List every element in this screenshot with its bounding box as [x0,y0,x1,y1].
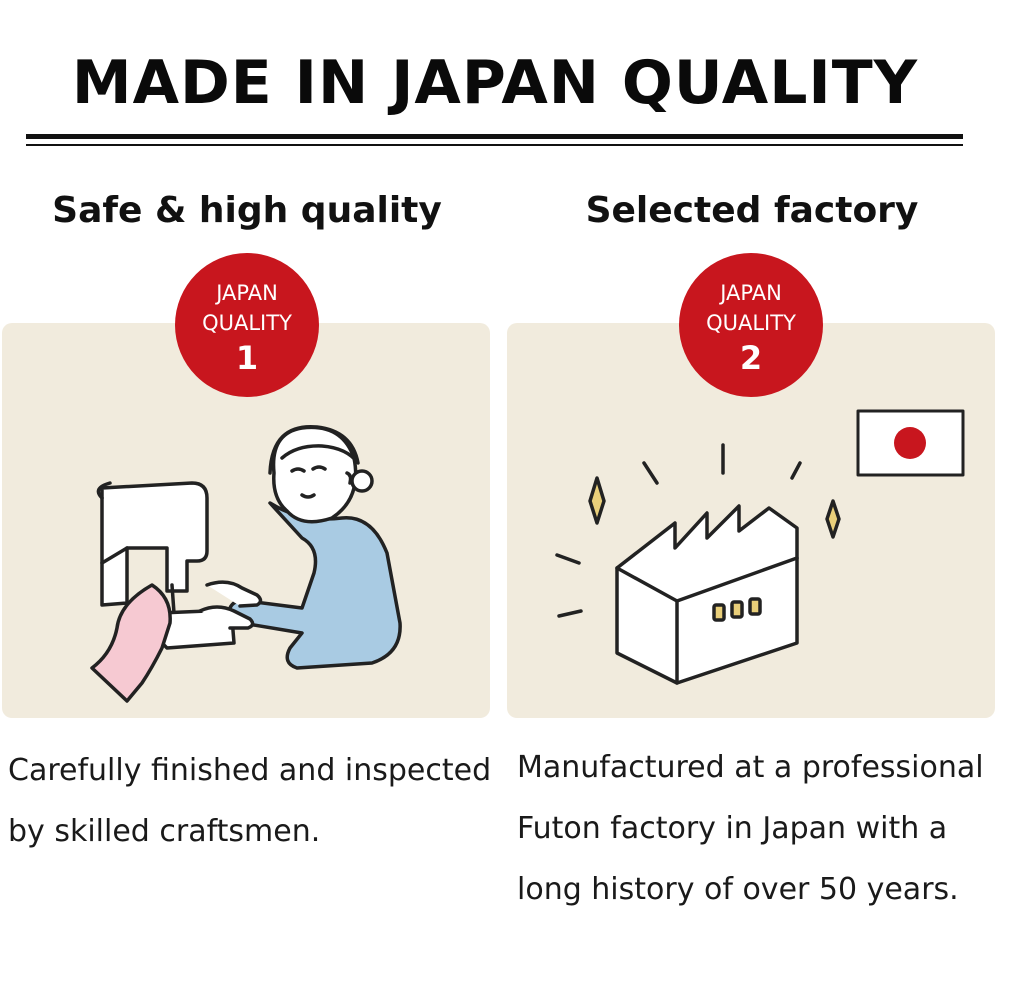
badge-label-line1: JAPAN [216,281,278,305]
japan-flag-icon [856,409,965,477]
feature-description: Manufactured at a professional Futon fac… [517,750,984,907]
factory-icon [555,409,965,685]
badge-label-line2: QUALITY [202,311,292,335]
feature-card-safe-quality: Safe & high quality JAPAN QUALITY 1 Care… [2,0,492,1006]
badge-label-line1: JAPAN [720,281,782,305]
page-title: MADE IN JAPAN QUALITY [71,48,919,118]
sewing-craftsman-icon [90,424,402,703]
badge-number: 1 [235,339,259,377]
feature-description: Carefully finished and inspected by skil… [8,753,492,849]
badge-number: 2 [739,339,763,377]
feature-heading: Safe & high quality [52,190,442,231]
title-rule-thick [26,134,963,139]
title-rule-thin [26,144,963,146]
feature-card-selected-factory: Selected factory JAPAN QUALITY 2 Manufac… [507,0,997,1006]
japan-quality-badge: JAPAN QUALITY 1 [175,253,319,397]
japan-quality-badge: JAPAN QUALITY 2 [679,253,823,397]
feature-heading: Selected factory [585,190,919,231]
badge-label-line2: QUALITY [706,311,796,335]
